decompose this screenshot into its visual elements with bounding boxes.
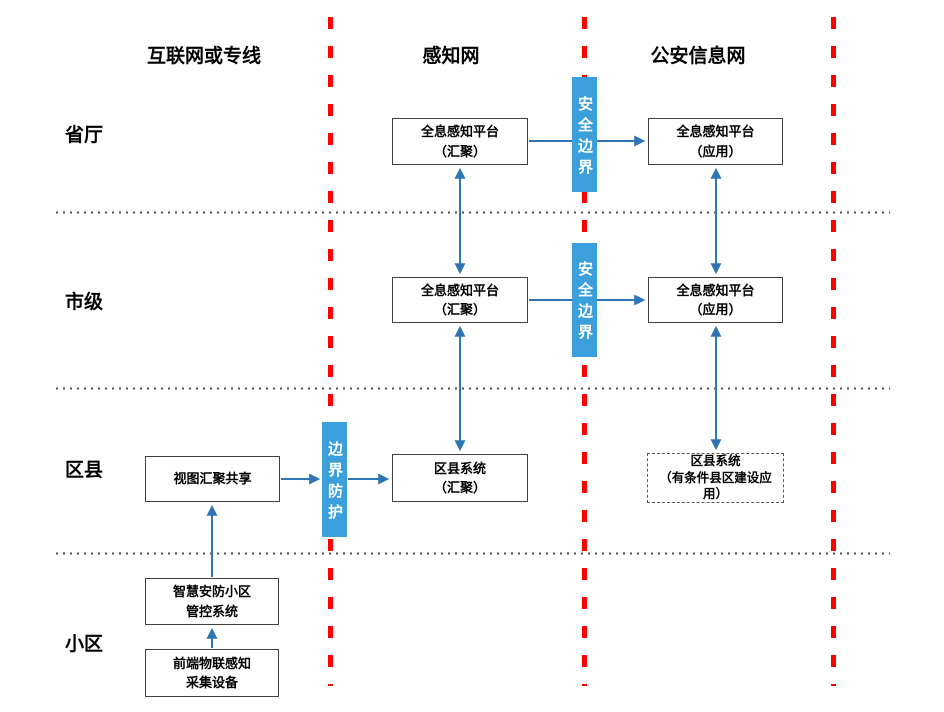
column-header-police-info-net: 公安信息网 — [650, 46, 746, 67]
node-label: 区县系统 — [690, 453, 741, 468]
node-county-system-conditional-app: 区县系统 （有条件县区建设应 用） — [647, 453, 784, 503]
node-province-perception-platform-app: 全息感知平台 （应用） — [648, 118, 783, 165]
column-header-internet: 互联网或专线 — [146, 46, 262, 67]
node-label: （汇聚） — [433, 480, 486, 495]
node-label: 全息感知平台 — [420, 282, 499, 298]
row-label-province: 省厅 — [65, 125, 104, 146]
node-label: （有条件县区建设应 — [659, 470, 772, 485]
node-label: 全息感知平台 — [676, 282, 755, 298]
row-label-community: 小区 — [65, 634, 104, 655]
red-zone-divider-lines — [328, 17, 836, 686]
row-label-county: 区县 — [65, 460, 104, 481]
node-label: 智慧安防小区 — [172, 584, 251, 599]
node-label: 区县系统 — [433, 460, 486, 476]
node-label: （应用） — [689, 143, 742, 159]
node-community-security-mgmt-system: 智慧安防小区 管控系统 — [145, 578, 279, 625]
row-label-city: 市级 — [65, 292, 104, 313]
node-label: 前端物联感知 — [172, 655, 251, 671]
gateway-border-protection: 边界防护 — [322, 422, 347, 537]
gateway-security-boundary-city: 安全边界 — [572, 243, 597, 357]
gateway-security-boundary-province: 安全边界 — [572, 77, 597, 192]
node-community-iot-collection-devices: 前端物联感知 采集设备 — [145, 649, 279, 697]
node-label: 采集设备 — [185, 675, 238, 690]
column-header-perception-net: 感知网 — [422, 46, 480, 67]
node-city-perception-platform-app: 全息感知平台 （应用） — [648, 277, 783, 323]
node-province-perception-platform-hub: 全息感知平台 （汇聚） — [392, 118, 528, 165]
node-label: （汇聚） — [433, 302, 486, 317]
node-label: 管控系统 — [185, 603, 238, 619]
node-county-system-hub: 区县系统 （汇聚） — [392, 454, 528, 502]
node-label: 用） — [702, 487, 728, 502]
node-label: （应用） — [689, 302, 742, 317]
node-label: （汇聚） — [433, 143, 486, 159]
node-label: 视图汇聚共享 — [173, 471, 252, 487]
row-divider-lines — [56, 211, 890, 555]
connector-arrows — [206, 135, 722, 648]
node-label: 全息感知平台 — [676, 124, 755, 139]
node-label: 全息感知平台 — [420, 124, 499, 139]
node-city-perception-platform-hub: 全息感知平台 （汇聚） — [392, 277, 528, 323]
node-county-video-share: 视图汇聚共享 — [145, 456, 280, 502]
